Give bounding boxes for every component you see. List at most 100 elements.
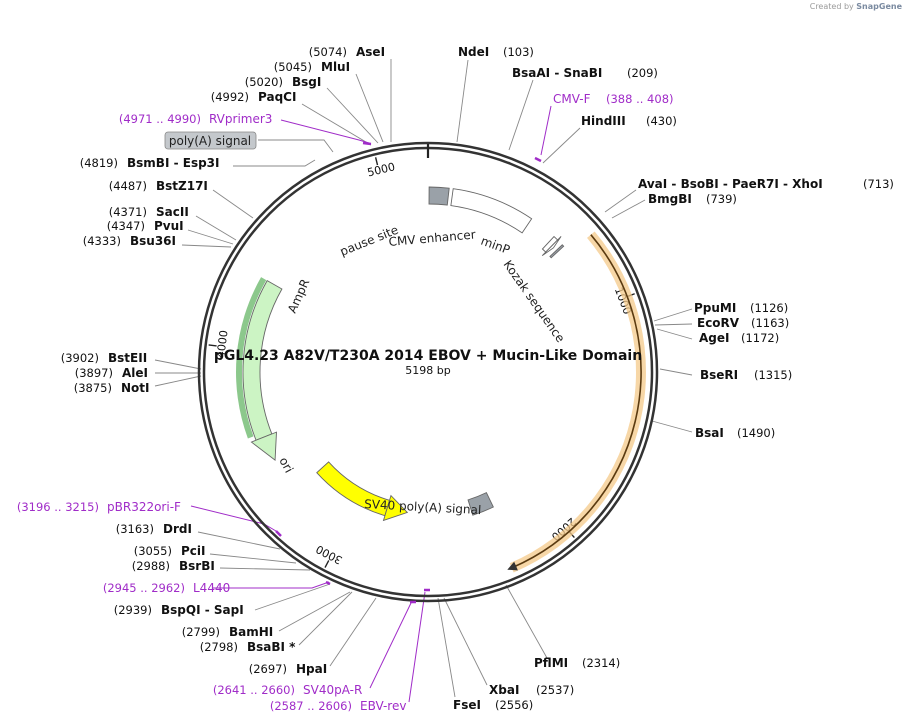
- feature-ori-body: [316, 461, 391, 517]
- site-xbai[interactable]: XbaI: [489, 683, 519, 697]
- orf-arc-group: [507, 231, 646, 573]
- feature-label-ori: ori: [276, 455, 296, 475]
- site-pos-bsrbi: (2988): [132, 559, 170, 573]
- site-alei[interactable]: AleI: [122, 366, 148, 380]
- primer-range-sv40pa-r: (2641 .. 2660): [213, 683, 295, 697]
- feature-kozak-sequence: [549, 244, 565, 259]
- site-sacii[interactable]: SacII: [156, 205, 189, 219]
- site-pos-avai: (713): [863, 177, 894, 191]
- tick-mark: [374, 157, 379, 166]
- feature-pause-site: [428, 186, 450, 206]
- site-bmgbi[interactable]: BmgBI: [648, 192, 692, 206]
- plasmid-name: pGL4.23 A82V/T230A 2014 EBOV + Mucin-Lik…: [214, 348, 642, 364]
- feature-label-sv40-polya: SV40 poly(A) signal: [364, 497, 482, 517]
- site-bsaai-snabi[interactable]: BsaAI - SnaBI: [512, 66, 602, 80]
- site-pos-bsu36i: (4333): [83, 234, 121, 248]
- site-bsgi[interactable]: BsgI: [292, 75, 321, 89]
- site-bsrbi[interactable]: BsrBI: [179, 559, 215, 573]
- site-pos-bsgi: (5020): [245, 75, 283, 89]
- feature-ampr-body: [242, 279, 283, 441]
- backbone-outer-strand: [197, 141, 659, 603]
- leader-lines: [154, 59, 693, 698]
- primer-sv40pa-r[interactable]: SV40pA-R: [303, 683, 362, 697]
- site-pos-asei: (5074): [309, 45, 347, 59]
- site-pos-bstz17i: (4487): [109, 179, 147, 193]
- primer-cmv-f[interactable]: CMV-F: [553, 92, 591, 106]
- primer-marks: [275, 141, 542, 604]
- creator-prefix: Created by: [809, 2, 854, 11]
- site-pos-fsei: (2556): [495, 698, 533, 712]
- site-avai-bsobi-paer7i-xhoi[interactable]: AvaI - BsoBI - PaeR7I - XhoI: [638, 177, 823, 191]
- primer-leader-lines: [190, 105, 552, 703]
- site-agei[interactable]: AgeI: [699, 331, 729, 345]
- site-pos-bmgbi: (739): [706, 192, 737, 206]
- site-pos-hindiii: (430): [646, 114, 677, 128]
- site-bsmbi-esp3i[interactable]: BsmBI - Esp3I: [127, 156, 219, 170]
- feature-sv40-poly-a-signal: [467, 492, 494, 516]
- primer-labels: (4971 .. 4990) RVprimer3 (3196 .. 3215) …: [17, 92, 674, 713]
- feature-label-cmv-enhancer: CMV enhancer: [388, 227, 476, 249]
- site-pos-drdi: (3163): [116, 522, 154, 536]
- feature-label-minp: minP: [479, 234, 512, 257]
- site-pos-alei: (3897): [75, 366, 113, 380]
- plasmid-length: 5198 bp: [405, 364, 450, 377]
- site-bamhi[interactable]: BamHI: [229, 625, 273, 639]
- site-pos-bsmbi: (4819): [80, 156, 118, 170]
- snapgene-logo: SnapGene: [856, 2, 902, 11]
- tick-mark: [208, 344, 217, 347]
- primer-l4440[interactable]: L4440: [193, 581, 230, 595]
- site-pos-agei: (1172): [741, 331, 779, 345]
- polya-signal-callout: poly(A) signal: [164, 131, 257, 150]
- site-noti[interactable]: NotI: [121, 381, 150, 395]
- site-pvui[interactable]: PvuI: [154, 219, 184, 233]
- site-bsai[interactable]: BsaI: [695, 426, 724, 440]
- polya-signal-label: poly(A) signal: [169, 134, 251, 148]
- site-asei[interactable]: AseI: [356, 45, 385, 59]
- site-ppumi[interactable]: PpuMI: [694, 301, 736, 315]
- site-pos-bseri: (1315): [754, 368, 792, 382]
- site-bsu36i[interactable]: Bsu36I: [130, 234, 176, 248]
- primer-pbr322ori-f[interactable]: pBR322ori-F: [107, 500, 181, 514]
- site-pos-bsai: (1490): [737, 426, 775, 440]
- site-pos-sacii: (4371): [109, 205, 147, 219]
- site-pflmi[interactable]: PflMI: [534, 656, 568, 670]
- primer-range-ebv-rev: (2587 .. 2606): [270, 699, 352, 713]
- feature-cmv-enhancer: [450, 188, 533, 234]
- site-bseri[interactable]: BseRI: [700, 368, 738, 382]
- primer-rvprimer3[interactable]: RVprimer3: [209, 112, 272, 126]
- site-ecorv[interactable]: EcoRV: [697, 316, 740, 330]
- site-mlui[interactable]: MluI: [321, 60, 350, 74]
- site-hpai[interactable]: HpaI: [296, 662, 327, 676]
- site-ndei[interactable]: NdeI: [458, 45, 489, 59]
- feature-minp-arrowhead: [541, 236, 562, 257]
- site-pos-hpai: (2697): [249, 662, 287, 676]
- site-bsabi[interactable]: BsaBI *: [247, 640, 296, 654]
- tick-label: 5000: [366, 160, 396, 179]
- site-pos-bsabi: (2798): [200, 640, 238, 654]
- primer-range-cmv-f: (388 .. 408): [606, 92, 674, 106]
- feature-arcs: [236, 186, 565, 522]
- primer-range-l4440: (2945 .. 2962): [103, 581, 185, 595]
- site-pos-mlui: (5045): [274, 60, 312, 74]
- feature-ampr-arrowhead: [250, 431, 277, 462]
- site-hindiii[interactable]: HindIII: [581, 114, 626, 128]
- site-pos-pflmi: (2314): [582, 656, 620, 670]
- orf-arrow: [507, 234, 642, 571]
- primer-ebv-rev[interactable]: EBV-rev: [360, 699, 406, 713]
- feature-label-kozak: Kozak sequence: [501, 258, 568, 345]
- site-paqci[interactable]: PaqCI: [258, 90, 296, 104]
- enzyme-labels-right: FseI (2556) XbaI (2537) PflMI (2314) Bsa…: [453, 45, 894, 712]
- site-bsteii[interactable]: BstEII: [108, 351, 147, 365]
- site-pos-ppumi: (1126): [750, 301, 788, 315]
- site-pos-bsaai: (209): [627, 66, 658, 80]
- site-pos-noti: (3875): [74, 381, 112, 395]
- site-pos-bsteii: (3902): [61, 351, 99, 365]
- tick-label: 4000: [214, 329, 230, 358]
- site-bstz17i[interactable]: BstZ17I: [156, 179, 208, 193]
- site-fsei[interactable]: FseI: [453, 698, 481, 712]
- site-pcii[interactable]: PciI: [181, 544, 206, 558]
- site-bspqi-sapi[interactable]: BspQI - SapI: [161, 603, 244, 617]
- site-drdi[interactable]: DrdI: [163, 522, 192, 536]
- site-pos-ndei: (103): [503, 45, 534, 59]
